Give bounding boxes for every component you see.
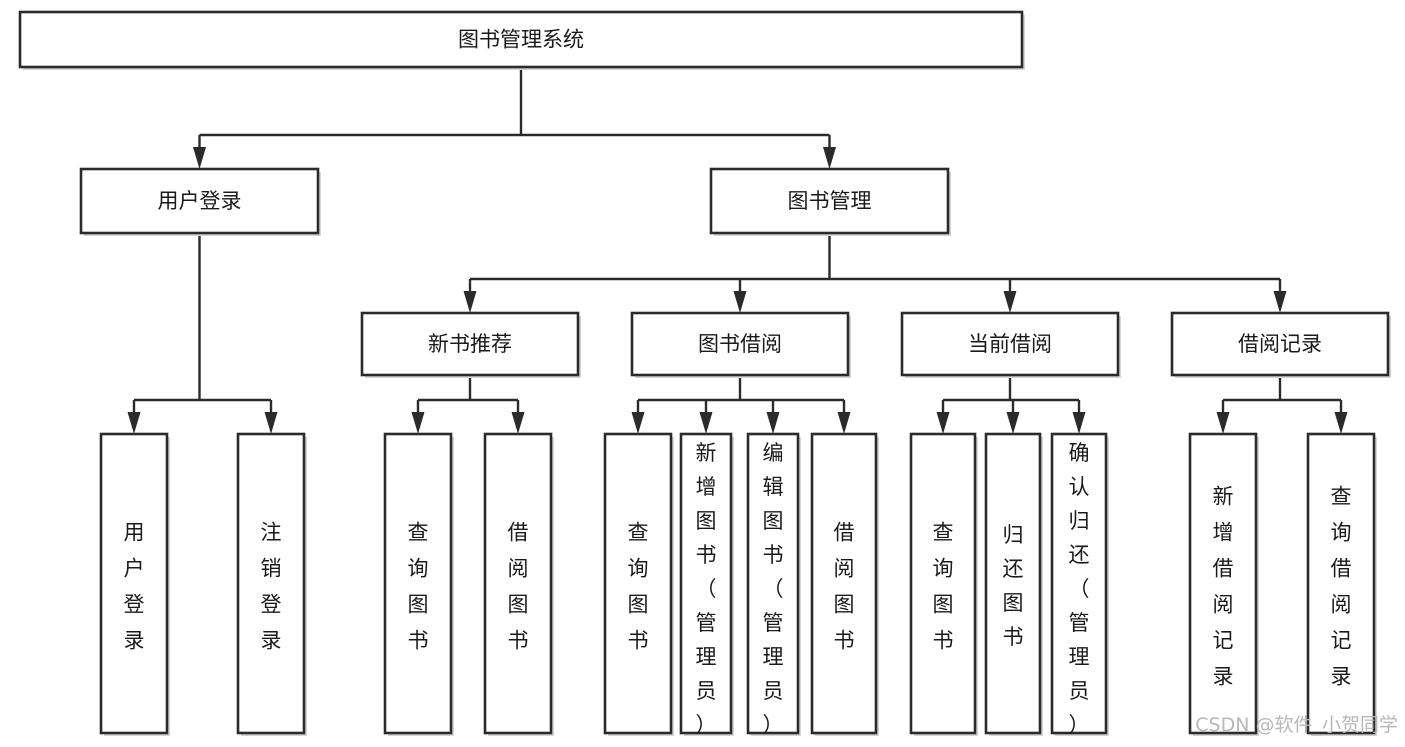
- arrow-head-icon: [699, 412, 713, 434]
- node-label: 查询图书: [628, 521, 649, 653]
- node-rect[interactable]: [99, 432, 169, 735]
- arrow-head-icon: [837, 412, 851, 434]
- node-label: 图书借阅: [698, 332, 782, 356]
- node-rect[interactable]: [18, 10, 1024, 69]
- node-new-book-recommend[interactable]: 新书推荐: [360, 311, 581, 378]
- arrow-head-icon: [511, 412, 525, 434]
- arrow-head-icon: [411, 412, 425, 434]
- arrow-head-icon: [1273, 291, 1287, 313]
- arrow-head-icon: [733, 291, 747, 313]
- arrow-head-icon: [766, 412, 780, 434]
- node-current-borrow[interactable]: 当前借阅: [900, 311, 1121, 378]
- node-leaf-borrow-book-1[interactable]: 借阅图书: [483, 432, 554, 736]
- arrow-head-icon: [631, 412, 645, 434]
- node-rect[interactable]: [383, 432, 453, 735]
- node-rect[interactable]: [909, 432, 977, 735]
- node-label: 归还图书: [1003, 523, 1024, 649]
- node-label: 新增借阅记录: [1213, 485, 1234, 689]
- node-rect[interactable]: [79, 167, 320, 235]
- node-leaf-add-book[interactable]: 新增图书（管理员）: [679, 432, 734, 737]
- node-leaf-user-login[interactable]: 用户登录: [99, 432, 170, 736]
- watermark-label: CSDN @软件_小贺同学: [1195, 714, 1398, 736]
- node-label: 图书管理系统: [458, 28, 584, 52]
- node-rect[interactable]: [1306, 432, 1376, 735]
- node-leaf-add-record[interactable]: 新增借阅记录: [1188, 432, 1259, 736]
- node-label: 用户登录: [124, 521, 145, 653]
- node-root[interactable]: 图书管理系统: [18, 10, 1025, 70]
- node-leaf-query-record[interactable]: 查询借阅记录: [1306, 432, 1377, 736]
- node-label: 编辑图书（管理员）: [763, 441, 784, 737]
- connector-group-book-borrow: [631, 375, 851, 434]
- arrow-head-icon: [1006, 412, 1020, 434]
- node-user-login[interactable]: 用户登录: [79, 167, 321, 236]
- node-label: 借阅记录: [1238, 332, 1322, 356]
- node-rect[interactable]: [746, 432, 800, 735]
- arrow-head-icon: [193, 147, 206, 169]
- node-label: 查询借阅记录: [1331, 485, 1352, 689]
- node-leaf-edit-book[interactable]: 编辑图书（管理员）: [746, 432, 801, 737]
- arrow-head-icon: [463, 291, 477, 313]
- connector-group-borrow-record: [1216, 375, 1348, 434]
- node-leaf-query-book-2[interactable]: 查询图书: [603, 432, 674, 736]
- arrow-head-icon: [127, 412, 141, 434]
- arrow-head-icon: [264, 412, 278, 434]
- node-rect[interactable]: [1188, 432, 1258, 735]
- connector-group-user-login: [127, 233, 278, 434]
- arrow-head-icon: [1003, 291, 1017, 313]
- connector-group-book-manage: [463, 233, 1287, 313]
- node-label: 注销登录: [261, 521, 282, 653]
- node-label: 新增图书（管理员）: [696, 441, 717, 737]
- node-rect[interactable]: [1050, 432, 1108, 735]
- node-label: 确认归还（管理员）: [1069, 441, 1090, 737]
- arrow-head-icon: [1334, 412, 1348, 434]
- node-rect[interactable]: [1170, 311, 1390, 377]
- node-rect[interactable]: [679, 432, 733, 735]
- connector-group-root: [193, 67, 836, 169]
- node-label: 查询图书: [408, 521, 429, 653]
- node-rect[interactable]: [236, 432, 306, 735]
- connector-layer: [127, 67, 1348, 434]
- node-label: 新书推荐: [428, 332, 512, 356]
- node-leaf-return-book[interactable]: 归还图书: [984, 432, 1043, 736]
- node-leaf-user-logout[interactable]: 注销登录: [236, 432, 307, 736]
- node-book-manage[interactable]: 图书管理: [709, 167, 951, 236]
- node-leaf-query-book-1[interactable]: 查询图书: [383, 432, 454, 736]
- node-layer: 图书管理系统用户登录图书管理新书推荐图书借阅当前借阅借阅记录用户登录注销登录查询…: [18, 10, 1391, 737]
- arrow-head-icon: [1072, 412, 1086, 434]
- node-label: 图书管理: [788, 189, 872, 213]
- node-rect[interactable]: [900, 311, 1120, 377]
- arrow-head-icon: [936, 412, 950, 434]
- connector-group-current-borrow: [936, 375, 1086, 434]
- node-book-borrow[interactable]: 图书借阅: [630, 311, 851, 378]
- node-rect[interactable]: [984, 432, 1042, 735]
- node-label: 借阅图书: [834, 521, 855, 653]
- arrow-head-icon: [1216, 412, 1230, 434]
- node-rect[interactable]: [483, 432, 553, 735]
- node-rect[interactable]: [630, 311, 850, 377]
- node-rect[interactable]: [603, 432, 673, 735]
- connector-group-new-book-recommend: [411, 375, 525, 434]
- node-label: 借阅图书: [508, 521, 529, 653]
- node-leaf-query-book-3[interactable]: 查询图书: [909, 432, 978, 736]
- node-label: 当前借阅: [968, 332, 1052, 356]
- node-leaf-confirm-return[interactable]: 确认归还（管理员）: [1050, 432, 1109, 737]
- node-rect[interactable]: [810, 432, 878, 735]
- node-rect[interactable]: [709, 167, 950, 235]
- node-label: 用户登录: [158, 189, 242, 213]
- node-leaf-borrow-book-2[interactable]: 借阅图书: [810, 432, 879, 736]
- node-rect[interactable]: [360, 311, 580, 377]
- arrow-head-icon: [823, 147, 836, 169]
- node-label: 查询图书: [933, 521, 954, 653]
- node-borrow-record[interactable]: 借阅记录: [1170, 311, 1391, 378]
